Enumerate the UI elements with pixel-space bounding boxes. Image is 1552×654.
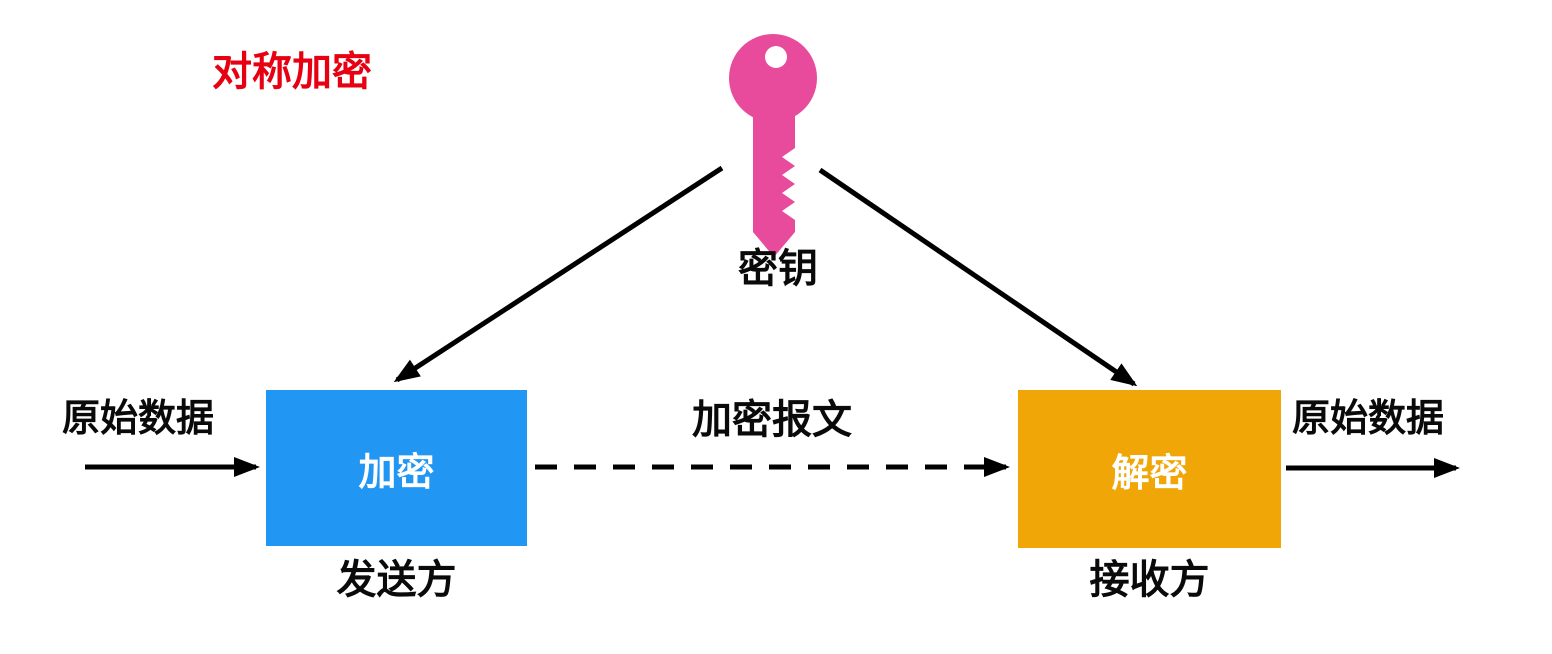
key-label: 密钥 <box>738 247 818 291</box>
encrypt-box: 加密 <box>266 390 527 546</box>
channel-label: 加密报文 <box>692 398 852 442</box>
receiver-label: 接收方 <box>1089 558 1210 602</box>
key-hole <box>765 46 787 68</box>
decrypt-box-label: 解密 <box>1111 452 1188 495</box>
encrypt-box-label: 加密 <box>358 451 435 494</box>
key-to-encrypt-arrow <box>393 165 724 383</box>
key-to-decrypt-arrow <box>818 167 1138 387</box>
sender-label: 发送方 <box>336 558 457 602</box>
output-data-label: 原始数据 <box>1292 398 1445 440</box>
key-icon <box>729 34 817 257</box>
decrypt-box: 解密 <box>1018 390 1281 548</box>
input-data-label: 原始数据 <box>62 398 215 440</box>
diagram-title: 对称加密 <box>212 50 372 94</box>
